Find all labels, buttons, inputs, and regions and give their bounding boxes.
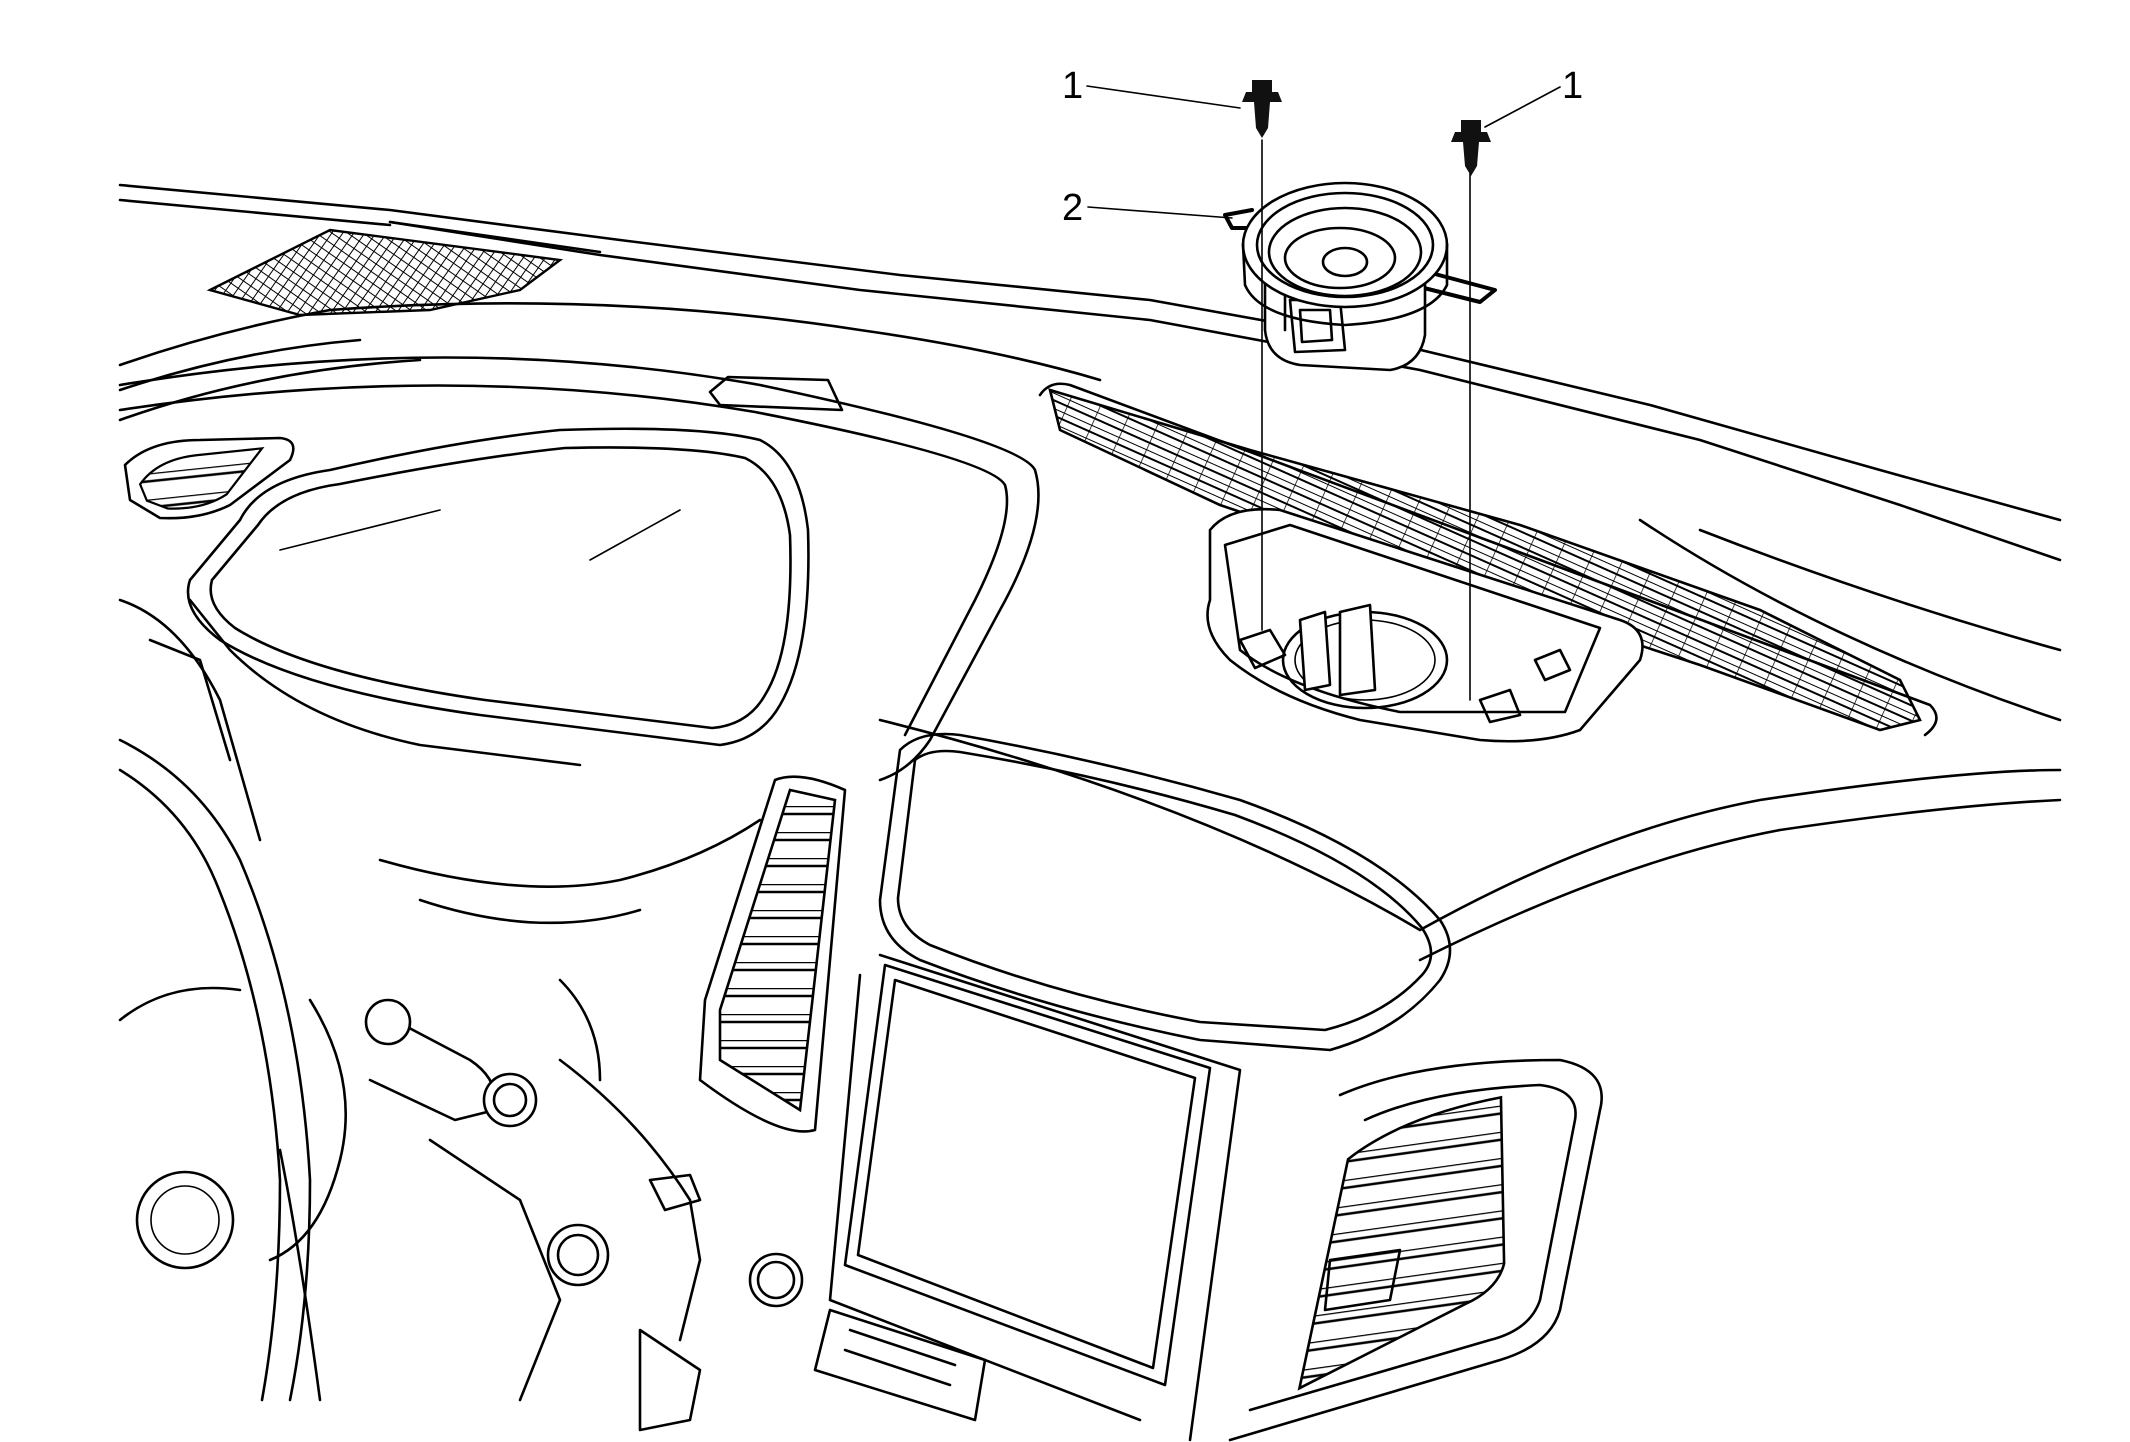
callout-1-right: 1 — [1562, 65, 1583, 107]
center-stack — [546, 732, 1452, 1442]
speaker — [1223, 181, 1497, 372]
instrument-cluster-hood — [118, 356, 1040, 782]
steering-wheel — [118, 738, 348, 1402]
callout-2: 2 — [1062, 187, 1083, 229]
fastener-left — [1242, 80, 1282, 631]
fastener-right — [1451, 120, 1491, 701]
dashboard-top-surface — [118, 183, 2062, 962]
defroster-grille — [1038, 382, 1938, 737]
leader-lines — [1086, 85, 1561, 219]
callout-1-left: 1 — [1062, 65, 1083, 107]
turn-signal-stalk — [364, 998, 538, 1128]
center-right-air-vent — [1228, 1058, 1603, 1442]
left-side-air-vent — [123, 436, 295, 520]
lower-dash-left — [118, 598, 762, 1402]
speaker-opening — [1206, 507, 1644, 743]
